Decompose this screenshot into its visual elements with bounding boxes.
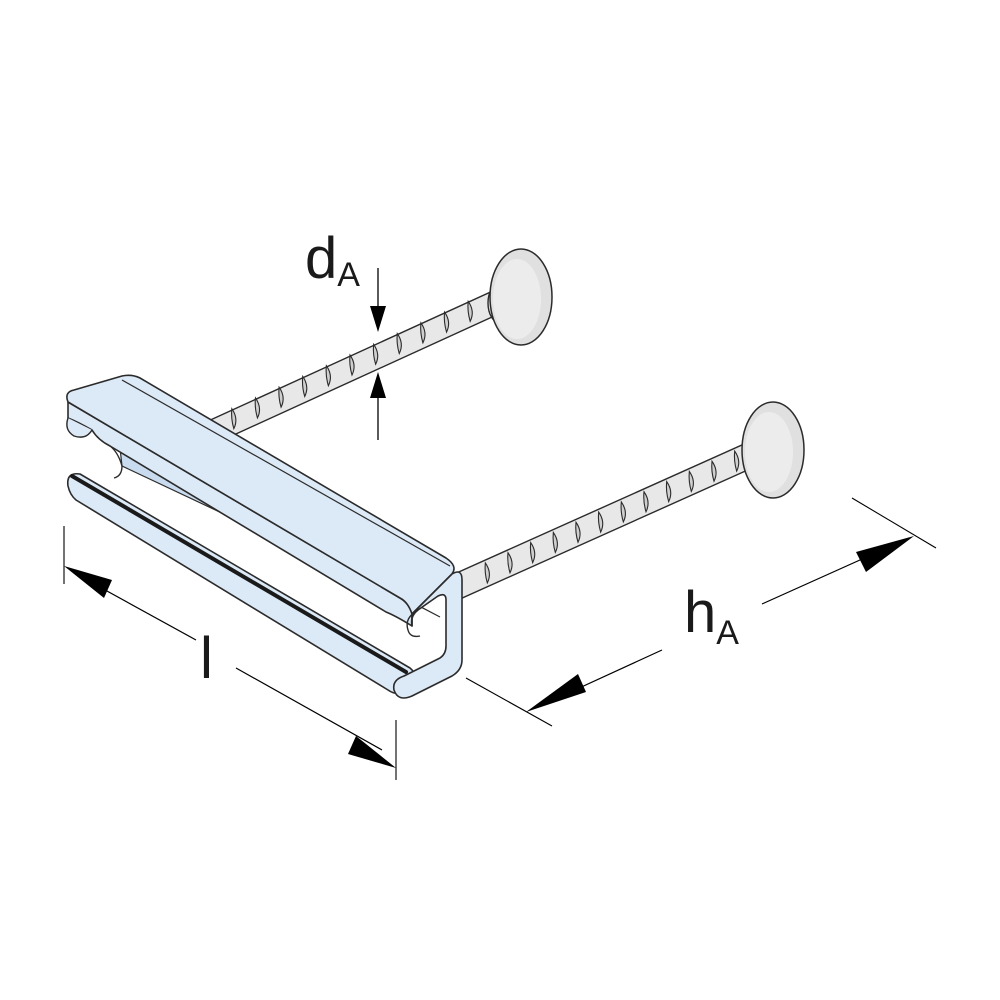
anchor-front-rib-icon xyxy=(733,449,740,473)
anchor-channel xyxy=(66,374,463,699)
anchor-front-rib-icon xyxy=(597,510,604,534)
anchor-back xyxy=(205,248,553,445)
anchor-front-rib-icon xyxy=(484,561,490,585)
anchor-back-head-face xyxy=(493,259,541,339)
dimension-dA: dA xyxy=(305,226,386,440)
anchor-front-rib-icon xyxy=(507,551,513,575)
channel-top-face xyxy=(66,374,455,615)
anchor-back-rib-icon xyxy=(372,342,379,366)
anchor-front-rib-icon xyxy=(688,469,694,493)
channel-end-profile xyxy=(392,571,463,699)
dA-arrow-bottom-head xyxy=(370,372,386,398)
anchor-back-rib-icon xyxy=(301,374,308,398)
anchor-back-ribs xyxy=(231,299,473,431)
channel-end-inner xyxy=(406,609,421,638)
anchor-back-rib-icon xyxy=(254,396,261,420)
anchor-back-rib-icon xyxy=(278,385,284,409)
anchor-back-rib-icon xyxy=(325,364,331,388)
anchor-front xyxy=(451,401,805,600)
anchor-back-rib-icon xyxy=(420,321,426,345)
anchor-front-rib-icon xyxy=(575,520,581,544)
l-arrow-left-head xyxy=(64,566,112,598)
anchor-front-rib-icon xyxy=(711,459,717,483)
dimension-l: l xyxy=(63,526,397,780)
channel-left-curl xyxy=(66,417,93,438)
anchor-front-rib-icon xyxy=(552,530,558,554)
hA-extension-left xyxy=(465,677,553,727)
anchor-front-rib-icon xyxy=(529,541,536,565)
anchor-front-head-face xyxy=(745,412,793,492)
anchor-front-rib-icon xyxy=(643,490,649,514)
l-label: l xyxy=(200,626,213,691)
anchor-front-rib-icon xyxy=(620,500,626,524)
anchor-back-rib-icon xyxy=(231,407,237,431)
channel-left-lower-curl xyxy=(109,445,123,479)
l-line-lower xyxy=(235,667,383,751)
anchor-back-rib-icon xyxy=(443,310,450,334)
anchor-back-rib-icon xyxy=(467,299,473,323)
hA-label: hA xyxy=(684,580,739,652)
anchor-front-rib-icon xyxy=(665,480,672,504)
dimension-hA: hA xyxy=(465,497,937,727)
dA-arrow-top-head xyxy=(370,306,386,332)
channel-top-edge xyxy=(121,379,451,567)
hA-arrow-upper-head xyxy=(856,536,914,572)
hA-arrow-lower-head xyxy=(526,674,586,712)
anchor-back-rib-icon xyxy=(349,353,355,377)
l-arrow-right-head xyxy=(348,736,396,768)
dA-label: dA xyxy=(305,226,360,294)
channel-slot xyxy=(70,474,408,674)
anchor-front-shank xyxy=(451,435,771,600)
hA-extension-right xyxy=(851,497,937,549)
anchor-front-ribs xyxy=(484,449,740,585)
anchor-back-rib-icon xyxy=(396,332,402,356)
